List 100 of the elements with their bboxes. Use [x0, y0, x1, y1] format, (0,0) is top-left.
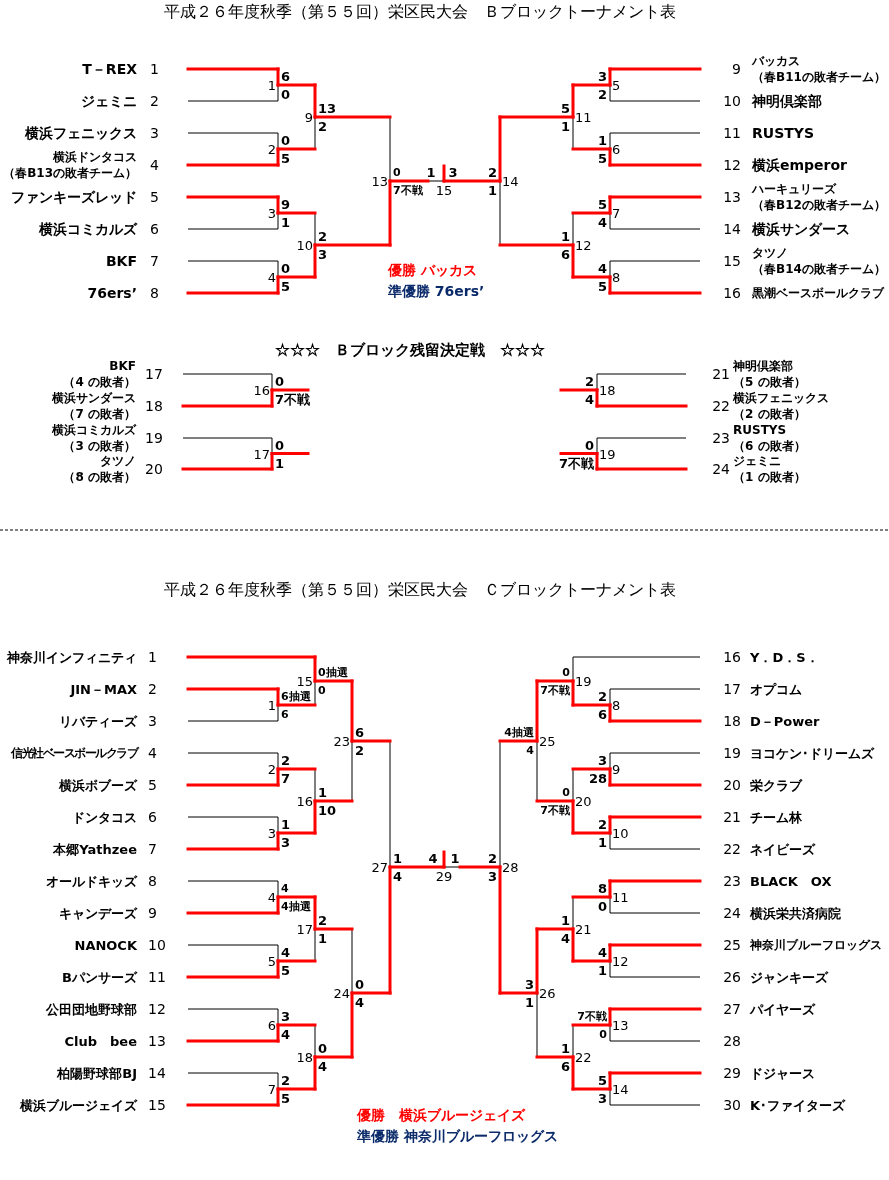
team-name: 神奈川ブルーフロッグス [750, 939, 882, 951]
score: 7不戦 [577, 1010, 607, 1022]
team-name: 横浜ドンタコス [53, 151, 137, 163]
score: 0 [584, 438, 594, 451]
match-number: 14 [502, 174, 519, 188]
team-name: Y．D．S． [750, 650, 819, 664]
team-name: BKF [105, 254, 137, 268]
match-number: 17 [296, 922, 313, 936]
match-number: 15 [435, 183, 453, 197]
score: 1 [560, 119, 570, 133]
team-name: ネイビーズ [750, 842, 815, 856]
team-name: バッカス [752, 55, 800, 67]
match-number: 8 [612, 698, 621, 712]
match-number: 4 [267, 270, 276, 284]
team-number: 17 [145, 367, 163, 381]
team-name: オールドキッズ [46, 874, 137, 888]
score: 9 [281, 197, 291, 211]
team-number: 15 [723, 254, 741, 268]
score: 7 [281, 771, 291, 785]
score: 7不戦 [540, 684, 570, 696]
team-name: 横浜コミカルズ [39, 222, 137, 236]
team-number: 30 [723, 1098, 741, 1112]
score: 1 [318, 785, 328, 799]
score: 0 [318, 684, 326, 696]
score: 4 [526, 744, 534, 756]
team-number: 19 [145, 431, 163, 445]
match-number: 9 [612, 762, 621, 776]
team-number: 21 [712, 367, 730, 381]
team-number: 2 [148, 682, 157, 696]
team-name: タツノ [752, 247, 788, 259]
team-number: 5 [150, 190, 159, 204]
team-name: 横浜サンダース [752, 222, 850, 236]
team-number: 16 [723, 286, 741, 300]
score: 0 [562, 786, 570, 798]
match-number: 3 [267, 826, 276, 840]
team-name: 黒潮ベースボールクラブ [752, 287, 884, 299]
team-name: ジェミニ [733, 455, 781, 467]
team-name: ドジャース [750, 1066, 815, 1080]
team-number: 13 [148, 1034, 166, 1048]
team-name: 神明倶楽部 [733, 360, 793, 372]
team-number: 27 [723, 1002, 741, 1016]
score: 4 [318, 1059, 328, 1073]
team-name: 柏陽野球部BJ [57, 1066, 137, 1080]
score: 6 [281, 708, 289, 720]
team-name: T－REX [82, 62, 137, 76]
team-number: 4 [150, 158, 159, 172]
score: 4 [597, 945, 607, 959]
score: 5 [597, 197, 607, 211]
score: 1 [560, 229, 570, 243]
match-number: 24 [333, 986, 350, 1000]
score: 0 [318, 1041, 328, 1055]
team-note: （3 の敗者） [63, 440, 136, 452]
team-name: チーム林 [750, 810, 802, 824]
score: 5 [281, 279, 291, 293]
match-number: 2 [267, 762, 276, 776]
team-name: 神奈川インフィニティ [7, 650, 137, 664]
score: 1 [281, 817, 291, 831]
team-note: （春B14の敗者チーム） [752, 263, 886, 275]
score: 28 [588, 771, 607, 785]
team-number: 23 [712, 431, 730, 445]
match-number: 12 [612, 954, 629, 968]
score: 4 [560, 931, 570, 945]
score: 4 [281, 1027, 291, 1041]
score: 2 [355, 743, 365, 757]
match-number: 12 [575, 238, 592, 252]
score: 6 [281, 69, 291, 83]
tournament-title: 平成２６年度秋季（第５５回）栄区民大会 Ｂブロックトーナメント表 [164, 4, 676, 20]
match-number: 26 [539, 986, 556, 1000]
team-number: 1 [148, 650, 157, 664]
score: 3 [487, 869, 497, 883]
team-number: 24 [712, 462, 730, 476]
score: 1 [393, 851, 403, 865]
team-number: 1 [150, 62, 159, 76]
score: 2 [318, 119, 328, 133]
team-number: 4 [148, 746, 157, 760]
team-name: 横浜コミカルズ [52, 424, 136, 436]
score: 3 [597, 69, 607, 83]
team-name: BLACK OX [750, 874, 832, 888]
score: 7不戦 [540, 804, 570, 816]
team-number: 10 [148, 938, 166, 952]
match-number: 5 [612, 78, 621, 92]
team-name: 横浜フェニックス [25, 126, 137, 140]
team-number: 11 [723, 126, 741, 140]
team-note: （春B11の敗者チーム） [752, 71, 886, 83]
team-number: 24 [723, 906, 741, 920]
score: 3 [318, 247, 328, 261]
team-name: 本郷Yathzee [53, 842, 137, 856]
team-number: 8 [150, 286, 159, 300]
score: 2 [584, 374, 594, 388]
score: 4 [281, 882, 289, 894]
score: 1 [524, 995, 534, 1009]
score: 0 [355, 977, 365, 991]
team-number: 9 [148, 906, 157, 920]
score: 4抽選 [504, 726, 534, 738]
score: 3 [597, 1091, 607, 1105]
score: 1 [487, 183, 497, 197]
score: 2 [487, 165, 497, 179]
match-number: 1 [267, 698, 276, 712]
score: 7不戦 [275, 392, 311, 406]
team-number: 25 [723, 938, 741, 952]
